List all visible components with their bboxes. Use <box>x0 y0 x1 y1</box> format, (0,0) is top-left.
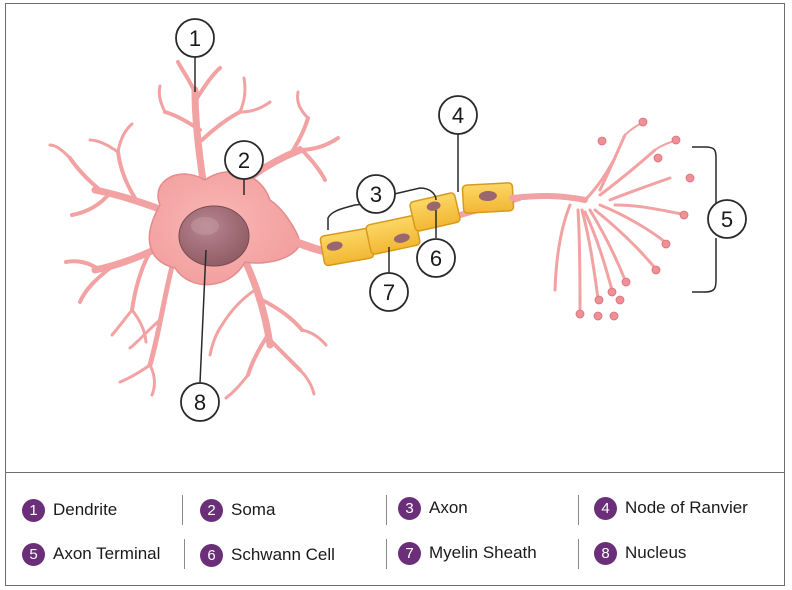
legend-label: Soma <box>231 500 276 519</box>
legend-item-soma: 2 Soma <box>200 495 275 525</box>
number-badge: 8 <box>594 541 617 565</box>
callout-3: 3 <box>356 174 396 214</box>
number-badge: 5 <box>22 542 45 566</box>
callout-2: 2 <box>224 140 264 180</box>
callout-8: 8 <box>180 382 220 422</box>
callout-number: 1 <box>189 26 201 51</box>
legend-label: Schwann Cell <box>231 545 335 564</box>
axon-terminals <box>509 122 684 314</box>
callout-number: 3 <box>370 182 382 207</box>
terminal-boutons <box>575 117 695 321</box>
legend-separator <box>182 495 183 525</box>
callout-number: 8 <box>194 390 206 415</box>
legend-label: Dendrite <box>53 500 118 519</box>
legend-label: Axon <box>429 498 468 517</box>
legend-item-schwann-cell: 6 Schwann Cell <box>200 540 335 570</box>
legend-label: Axon Terminal <box>53 544 161 563</box>
legend-separator <box>184 539 185 569</box>
nucleus <box>178 205 250 267</box>
schwann-cell <box>409 192 461 232</box>
number-badge: 4 <box>594 496 617 520</box>
callout-1: 1 <box>175 18 215 58</box>
number-badge: 2 <box>200 498 223 522</box>
callout-number: 7 <box>383 280 395 305</box>
legend-label: Node of Ranvier <box>625 498 748 517</box>
legend-item-nucleus: 8 Nucleus <box>594 538 686 568</box>
schwann-cell <box>461 182 515 214</box>
legend-label: Myelin Sheath <box>429 543 537 562</box>
callout-number: 6 <box>430 246 442 271</box>
legend-separator <box>386 495 387 525</box>
legend-label: Nucleus <box>625 543 687 562</box>
neuron-diagram: 1 2 3 4 5 6 7 8 <box>48 18 747 422</box>
legend-separator <box>578 495 579 525</box>
legend-item-axon-terminal: 5 Axon Terminal <box>22 539 160 569</box>
schwann-cell <box>319 227 375 267</box>
legend-item-axon: 3 Axon <box>398 493 468 523</box>
schwann-cell <box>365 215 421 255</box>
legend-separator <box>386 539 387 569</box>
number-badge: 6 <box>200 543 223 567</box>
callout-7: 7 <box>369 272 409 312</box>
myelin-sheath <box>319 182 515 267</box>
callout-number: 2 <box>238 148 250 173</box>
number-badge: 3 <box>398 496 421 520</box>
callout-number: 5 <box>721 207 733 232</box>
number-badge: 1 <box>22 498 45 522</box>
callout-6: 6 <box>416 238 456 278</box>
callout-number: 4 <box>452 103 464 128</box>
legend-separator <box>578 539 579 569</box>
legend-item-myelin-sheath: 7 Myelin Sheath <box>398 538 537 568</box>
leader-lines <box>194 57 717 384</box>
callout-4: 4 <box>438 95 478 135</box>
callout-5: 5 <box>707 199 747 239</box>
number-badge: 7 <box>398 541 421 565</box>
legend-item-dendrite: 1 Dendrite <box>22 495 117 525</box>
legend-item-node-of-ranvier: 4 Node of Ranvier <box>594 493 748 523</box>
legend-divider <box>5 472 785 473</box>
